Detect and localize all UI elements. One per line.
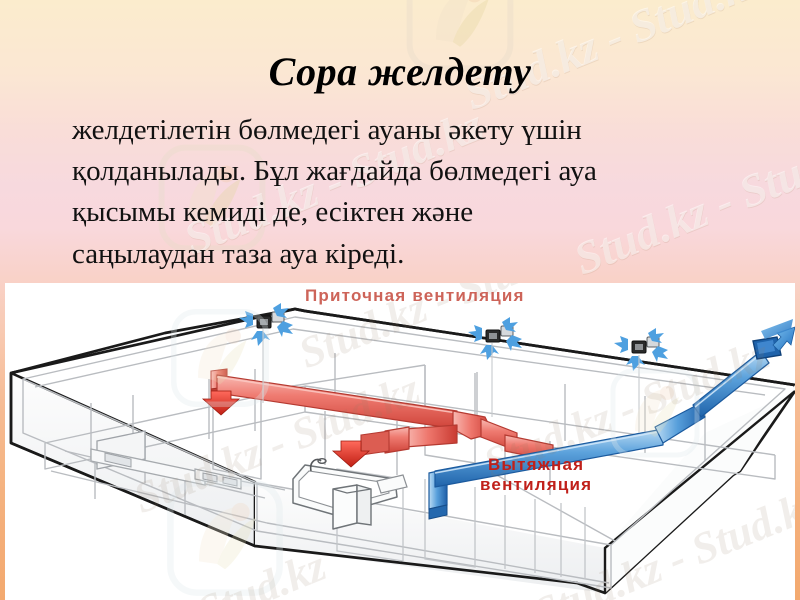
sink bbox=[376, 474, 408, 494]
toilet bbox=[332, 484, 372, 530]
exhaust-air-arrow bbox=[761, 319, 795, 352]
slide-body-text: желдетілетін бөлмедегі ауаны әкету үшін … bbox=[72, 110, 772, 275]
slide-title: Сора желдету bbox=[268, 49, 532, 94]
body-line: қысымы кемиді де, есіктен және bbox=[72, 196, 474, 229]
body-line: қолданылады. Бұл жағдайда бөлмедегі ауа bbox=[72, 155, 597, 188]
supply-air-arrow bbox=[331, 440, 371, 468]
body-line: саңылаудан таза ауа кіреді. bbox=[72, 237, 405, 270]
ceiling-diffuser bbox=[614, 328, 668, 371]
exhaust-duct-system bbox=[428, 319, 795, 520]
duct-hanger bbox=[262, 329, 640, 433]
kitchen-counter bbox=[90, 430, 286, 491]
supply-duct-system bbox=[201, 368, 554, 468]
ventilation-diagram-panel: Stud.kz - Stud.kz Stud.kz - Stud.kz Stud… bbox=[5, 283, 795, 600]
supply-air-arrow bbox=[201, 390, 241, 416]
ceiling-diffuser bbox=[468, 317, 522, 360]
ceiling-diffuser bbox=[239, 303, 293, 346]
body-line: желдетілетін бөлмедегі ауаны әкету үшін bbox=[72, 114, 582, 146]
isometric-floorplan-drawing bbox=[9, 303, 795, 595]
